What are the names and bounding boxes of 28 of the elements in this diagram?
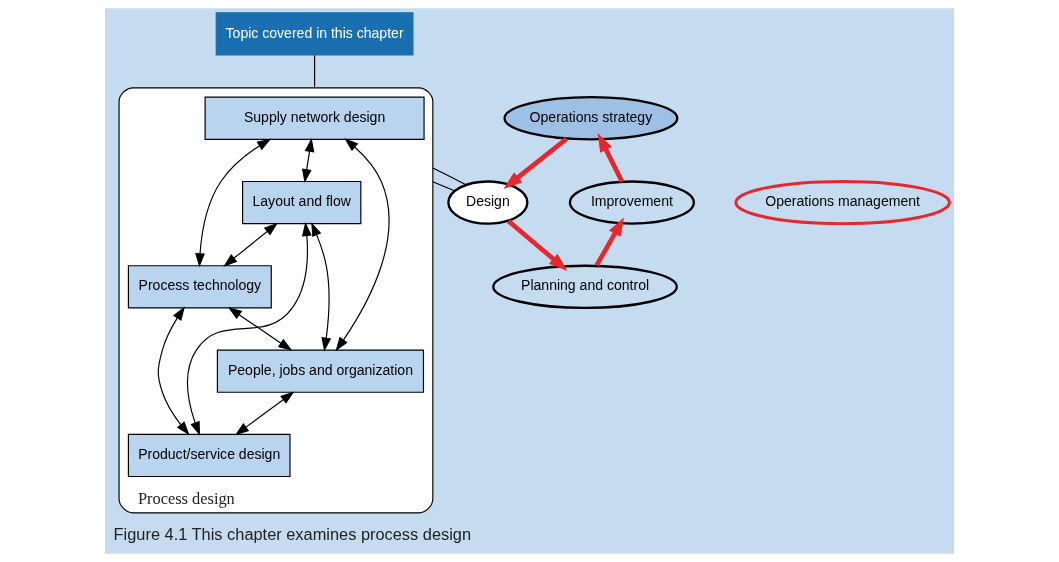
node-ellipse: Design: [447, 180, 529, 225]
arrow: [223, 222, 278, 267]
node-box: Process technology: [127, 265, 272, 309]
arrow: [157, 306, 190, 436]
arrow: [503, 137, 568, 189]
connector: [432, 181, 456, 192]
connector: [314, 54, 316, 89]
arrow: [506, 219, 568, 271]
node-ellipse: Improvement: [568, 180, 695, 225]
node-box: People, jobs and organization: [216, 349, 425, 393]
arrow: [597, 132, 625, 183]
arrow: [311, 222, 332, 352]
node-box: Supply network design: [204, 96, 425, 140]
node-ellipse: Operations management: [734, 180, 951, 226]
arrow: [227, 307, 293, 351]
arrow: [594, 217, 625, 267]
arrow: [335, 138, 390, 352]
connector: [432, 167, 467, 186]
arrow: [187, 222, 312, 436]
caption: Figure 4.1 This chapter examines process design: [113, 524, 472, 543]
arrow: [195, 138, 272, 268]
node-box: Topic covered in this chapter: [215, 12, 414, 56]
node-box: Product/service design: [127, 433, 291, 478]
node-ellipse: Operations strategy: [503, 96, 679, 141]
arrow: [234, 391, 295, 436]
node-box: Layout and flow: [242, 180, 362, 225]
node-ellipse: Planning and control: [492, 264, 678, 310]
arrow: [301, 137, 315, 184]
